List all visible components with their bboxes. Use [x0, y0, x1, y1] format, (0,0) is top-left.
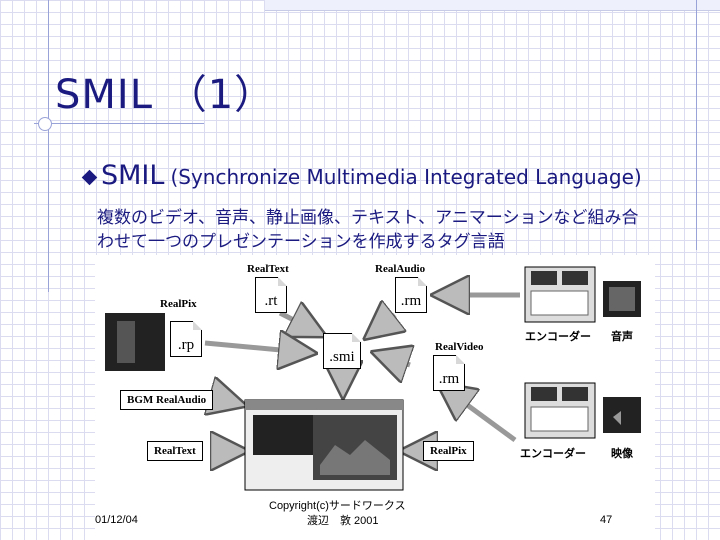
- title-circle-ornament: [38, 117, 52, 131]
- video-icon-box: [603, 397, 641, 433]
- smi-file-icon: .smi: [323, 333, 361, 369]
- copyright-line-2: 渡辺 敦 2001: [307, 515, 379, 527]
- arrow-rp-to-smi: [204, 343, 313, 353]
- video-label: 映像: [611, 447, 633, 460]
- smil-diagram: RealText RealAudio RealPix RealVideo .rt…: [95, 255, 655, 540]
- realpix-bottom-box: RealPix: [423, 441, 474, 461]
- realvideo-label: RealVideo: [435, 341, 484, 353]
- realtext-top-label: RealText: [247, 263, 289, 275]
- slide-date: 01/12/04: [95, 514, 138, 526]
- arrow-bgm-to-player: [225, 400, 243, 405]
- realaudio-label: RealAudio: [375, 263, 426, 275]
- realpix-top-label: RealPix: [160, 298, 197, 310]
- top-accent-bar: [265, 0, 720, 11]
- right-rule: [696, 0, 697, 250]
- copyright-line-1: Copyright(c)サードワークス: [269, 500, 406, 512]
- bgm-realaudio-box: BGM RealAudio: [120, 390, 214, 410]
- left-rule: [48, 0, 49, 292]
- diagram-graphics: [105, 266, 641, 491]
- description-line-2: わせて一つのプレゼンテーションを作成するタグ言語: [97, 232, 505, 252]
- audio-label: 音声: [611, 330, 633, 343]
- description-line-1: 複数のビデオ、音声、静止画像、テキスト、アニマーションなど組み合: [97, 208, 639, 228]
- bullet-item: SMIL(Synchronize Multimedia Integrated L…: [78, 160, 642, 191]
- bullet-main-text: SMIL: [101, 160, 165, 191]
- diamond-bullet-icon: [81, 169, 98, 186]
- arrow-video-to-smi: [375, 353, 410, 365]
- rm-audio-file-icon: .rm: [395, 277, 427, 313]
- encoder-bottom-label: エンコーダー: [520, 447, 586, 460]
- arrow-rm-to-smi: [367, 315, 395, 337]
- rm-video-file-icon: .rm: [433, 355, 465, 391]
- page-number: 47: [600, 514, 613, 526]
- encoder-top-label: エンコーダー: [525, 330, 591, 343]
- realtext-bottom-box: RealText: [147, 441, 203, 461]
- rt-file-icon: .rt: [255, 277, 287, 313]
- title-underline: [34, 123, 204, 124]
- slide-title: SMIL （1）: [55, 72, 276, 118]
- description: 複数のビデオ、音声、静止画像、テキスト、アニマーションなど組み合 わせて一つのプ…: [97, 206, 638, 254]
- bullet-sub-text: (Synchronize Multimedia Integrated Langu…: [170, 165, 642, 189]
- rp-file-icon: .rp: [170, 321, 202, 357]
- arrow-encoder-to-video: [440, 385, 517, 443]
- arrow-rt-to-smi: [278, 313, 323, 335]
